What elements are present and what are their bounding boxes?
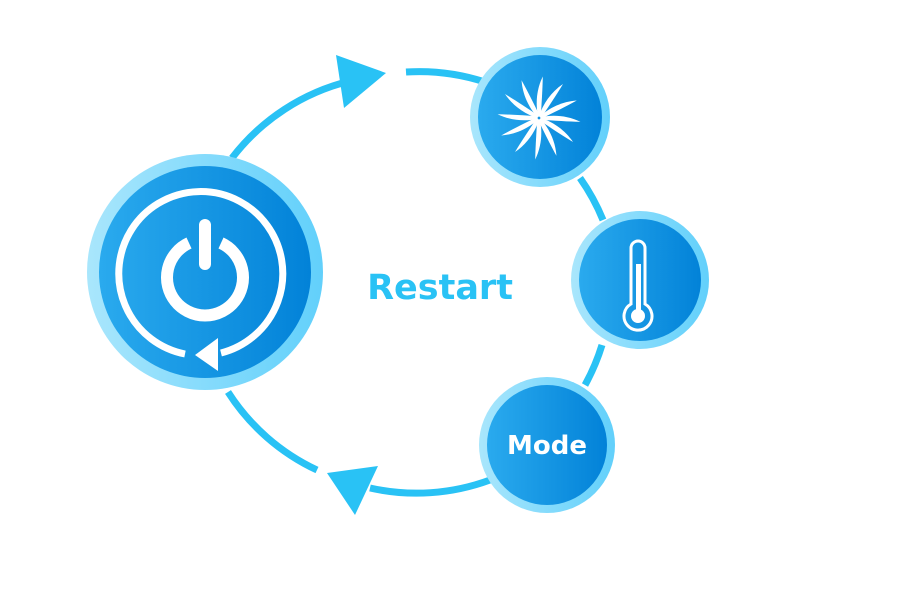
arc-segment-right-upper xyxy=(577,175,607,222)
arc-segment-bottom-left xyxy=(225,390,319,474)
power-restart-icon xyxy=(115,188,287,358)
mode-label: Mode xyxy=(507,431,587,461)
arc-segment-top-right xyxy=(405,68,487,86)
fan-icon xyxy=(497,76,581,160)
cycle-arc xyxy=(225,68,607,497)
arrow-head-bottom-icon xyxy=(327,466,378,515)
center-label: Restart xyxy=(367,268,513,308)
arc-segment-right-lower xyxy=(581,343,606,387)
power-restart-node[interactable] xyxy=(87,154,323,390)
arc-segment-bottom-right xyxy=(369,476,492,497)
arc-segment-top-left xyxy=(229,77,351,161)
mode-node[interactable]: Mode xyxy=(479,377,615,513)
restart-arrow-head-icon xyxy=(195,338,218,371)
thermometer-icon xyxy=(622,239,654,332)
arrow-head-top-icon xyxy=(336,55,386,108)
fan-node[interactable] xyxy=(470,47,610,187)
temperature-node[interactable] xyxy=(571,211,709,349)
